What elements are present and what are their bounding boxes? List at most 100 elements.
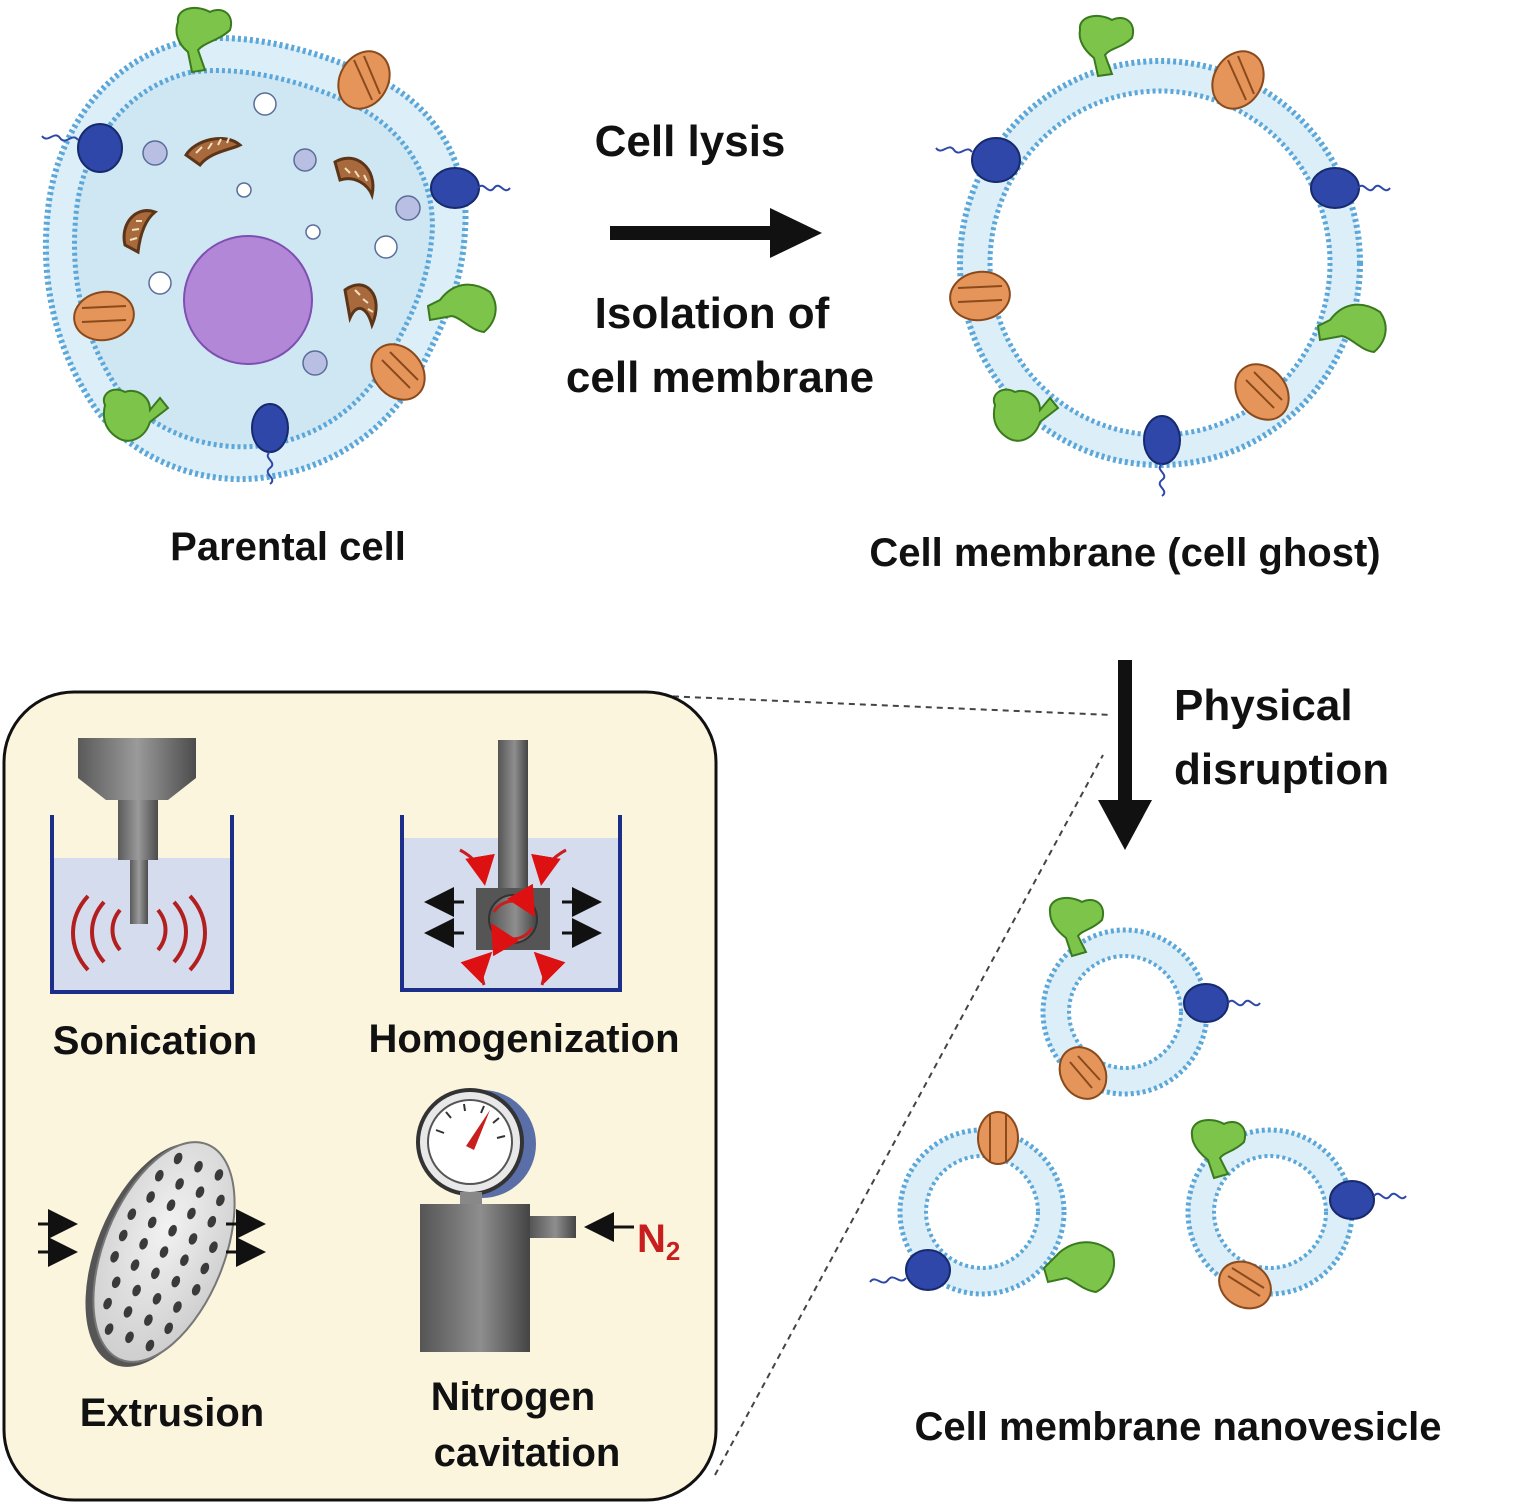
- filter-pore: [173, 1152, 183, 1165]
- isolation-label-line2: cell membrane: [566, 353, 874, 402]
- extrusion-illustration: [38, 1141, 266, 1367]
- nitrogen-cavitation-illustration: N2: [416, 1088, 680, 1352]
- blue-protein: [1183, 983, 1261, 1023]
- green-receptor: [1190, 1119, 1247, 1180]
- filter-pore: [180, 1254, 189, 1266]
- green-receptor: [992, 388, 1060, 442]
- parental-cell-label: Parental cell: [170, 525, 406, 569]
- blue-protein: [935, 137, 1021, 183]
- parental-cell: [41, 6, 511, 485]
- homogenization-illustration: [400, 740, 622, 992]
- orange-channel: [977, 1111, 1019, 1165]
- filter-pore: [132, 1284, 141, 1297]
- cell-lysis-label: Cell lysis: [595, 117, 786, 166]
- n2-symbol: N2: [637, 1217, 680, 1266]
- vesicle: [395, 195, 421, 221]
- vesicle: [148, 271, 172, 295]
- methods-panel: Sonication Homogenization: [2, 690, 718, 1502]
- filter-pore: [152, 1293, 162, 1305]
- filter-pore: [191, 1284, 201, 1296]
- filter-pore: [151, 1267, 160, 1280]
- vesicle: [236, 182, 252, 198]
- filter-pore: [168, 1224, 177, 1237]
- extrusion-label: Extrusion: [80, 1391, 264, 1435]
- filter-pore: [123, 1306, 133, 1318]
- green-receptor: [1078, 14, 1135, 78]
- blue-protein: [1143, 415, 1181, 497]
- filter-pore: [118, 1229, 128, 1242]
- filter-pore: [154, 1169, 164, 1182]
- vesicle: [293, 148, 317, 172]
- filter-pore: [159, 1246, 169, 1258]
- physical-disruption-line2: disruption: [1174, 745, 1389, 794]
- vesicle: [142, 140, 168, 166]
- blue-protein: [869, 1249, 951, 1291]
- filter-pore: [104, 1323, 114, 1335]
- filter-pore: [216, 1194, 225, 1207]
- green-receptor: [1042, 1241, 1115, 1294]
- filter-pore: [145, 1339, 155, 1352]
- orange-channel: [1211, 50, 1265, 110]
- filter-pore: [194, 1160, 203, 1173]
- blue-protein: [1329, 1180, 1407, 1220]
- isolation-label-line1: Isolation of: [595, 289, 830, 338]
- blue-protein: [1310, 167, 1391, 209]
- filter-pore: [125, 1331, 134, 1344]
- nucleus: [183, 235, 313, 365]
- nitrogen-label-line2: cavitation: [434, 1431, 621, 1475]
- blue-protein: [251, 403, 289, 485]
- filter-pore: [175, 1178, 184, 1190]
- cell-ghost: [935, 14, 1391, 497]
- green-receptor: [1316, 303, 1387, 354]
- filter-pore: [147, 1216, 157, 1229]
- callout-line-top: [639, 694, 1113, 716]
- nanovesicle-label: Cell membrane nanovesicle: [915, 1405, 1442, 1449]
- filter-pore: [146, 1191, 155, 1203]
- orange-channel: [337, 50, 391, 110]
- green-receptor: [102, 388, 170, 442]
- filter-pore: [173, 1301, 182, 1313]
- vesicle: [302, 350, 328, 376]
- green-receptor: [175, 6, 233, 74]
- filter-pore: [144, 1314, 153, 1326]
- gauge-ticks: [435, 1103, 506, 1139]
- filter-pore: [110, 1251, 119, 1263]
- callout-line-bottom: [714, 754, 1104, 1476]
- filter-pore: [130, 1259, 140, 1271]
- sonication-illustration: [50, 738, 234, 994]
- filter-pore: [188, 1233, 198, 1245]
- filter-pore: [200, 1262, 210, 1275]
- orange-channel: [1058, 1046, 1108, 1100]
- filter-pore: [187, 1207, 196, 1220]
- green-receptor: [1048, 896, 1105, 958]
- filter-pore: [127, 1208, 137, 1220]
- orange-channel: [1234, 363, 1290, 421]
- vesicle: [374, 235, 398, 259]
- mitochondrion: [122, 209, 159, 255]
- nanovesicle: [1040, 896, 1261, 1100]
- n2-subscript: 2: [666, 1236, 680, 1266]
- filter-pore: [103, 1297, 112, 1310]
- filter-pore: [214, 1169, 224, 1181]
- lysis-arrow: [610, 208, 822, 258]
- filter-pore: [171, 1275, 181, 1288]
- filter-pore: [195, 1186, 205, 1198]
- orange-channel: [370, 343, 426, 401]
- orange-channel: [949, 270, 1011, 322]
- blue-protein: [41, 123, 123, 173]
- filter-pore: [164, 1322, 174, 1335]
- homogenization-label: Homogenization: [368, 1017, 679, 1061]
- nitrogen-label-line1: Nitrogen: [431, 1375, 595, 1419]
- filter-pore: [166, 1199, 176, 1211]
- nanovesicle: [869, 1111, 1115, 1297]
- filter-pore: [207, 1215, 217, 1228]
- blue-protein: [430, 167, 511, 209]
- n2-letter: N: [637, 1217, 666, 1261]
- green-receptor: [426, 283, 497, 334]
- nanovesicle: [1185, 1119, 1407, 1310]
- mitochondrion: [333, 156, 375, 201]
- orange-channel: [73, 290, 135, 342]
- physical-disruption-line1: Physical: [1174, 681, 1353, 730]
- sonication-label: Sonication: [53, 1019, 257, 1063]
